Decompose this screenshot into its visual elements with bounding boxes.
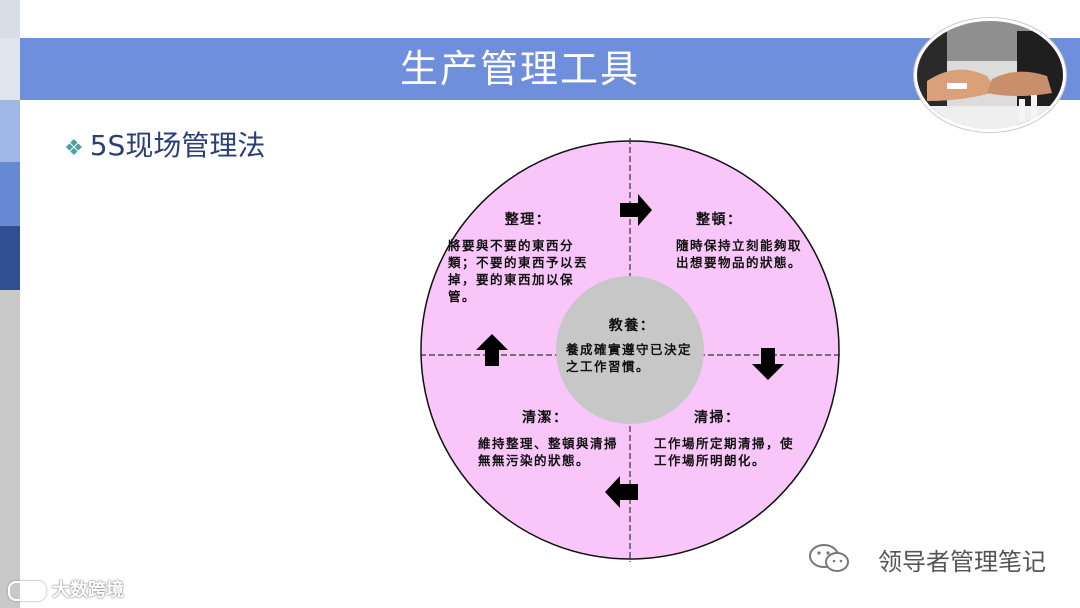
left-decorative-strip (0, 0, 20, 608)
brand-watermark: 大数跨境 (8, 576, 124, 602)
shitsuke-title: 教養： (608, 318, 656, 334)
seiso-title: 清掃： (694, 410, 741, 426)
title-bar: 生产管理工具 (20, 38, 1080, 100)
subtitle: ❖5S现场管理法 (64, 124, 265, 168)
arrow-right-icon (620, 194, 652, 226)
brand-text: 大数跨境 (52, 580, 124, 601)
handshake-photo (914, 18, 1066, 132)
arrow-down-icon (752, 348, 784, 380)
seiton-title: 整頓： (696, 212, 743, 228)
diamond-bullet-icon: ❖ (64, 136, 84, 161)
quadrant-seiso: 清掃： 工作場所定期清掃，使工作場所明朗化。 (654, 410, 804, 469)
arrow-left-icon (605, 476, 638, 508)
quadrant-seiri: 整理： 將要與不要的東西分類；不要的東西予以丟掉，要的東西加以保管。 (448, 212, 598, 305)
seiketsu-text: 維持整理、整頓與清掃無無污染的狀態。 (478, 436, 619, 468)
center-shitsuke: 教養： 養成確實遵守已決定之工作習慣。 (566, 318, 698, 375)
watermark-text: 领导者管理笔记 (878, 548, 1046, 576)
wechat-icon (806, 540, 854, 576)
center-circle (556, 276, 704, 424)
shitsuke-text: 養成確實遵守已決定之工作習慣。 (566, 342, 693, 374)
seiso-text: 工作場所定期清掃，使工作場所明朗化。 (654, 436, 795, 468)
subtitle-text: 5S现场管理法 (89, 129, 266, 162)
seiri-title: 整理： (504, 212, 552, 228)
five-s-diagram: 整理： 將要與不要的東西分類；不要的東西予以丟掉，要的東西加以保管。 整頓： 隨… (410, 130, 850, 570)
seiri-text: 將要與不要的東西分類；不要的東西予以丟掉，要的東西加以保管。 (448, 238, 589, 304)
brand-logo-icon (8, 581, 46, 601)
seiketsu-title: 清潔： (522, 410, 569, 426)
quadrant-seiton: 整頓： 隨時保持立刻能夠取出想要物品的狀態。 (676, 212, 802, 271)
quadrant-seiketsu: 清潔： 維持整理、整頓與清掃無無污染的狀態。 (478, 410, 618, 469)
slide-title: 生产管理工具 (399, 47, 640, 91)
arrow-up-icon (476, 334, 508, 366)
seiton-text: 隨時保持立刻能夠取出想要物品的狀態。 (676, 238, 803, 270)
